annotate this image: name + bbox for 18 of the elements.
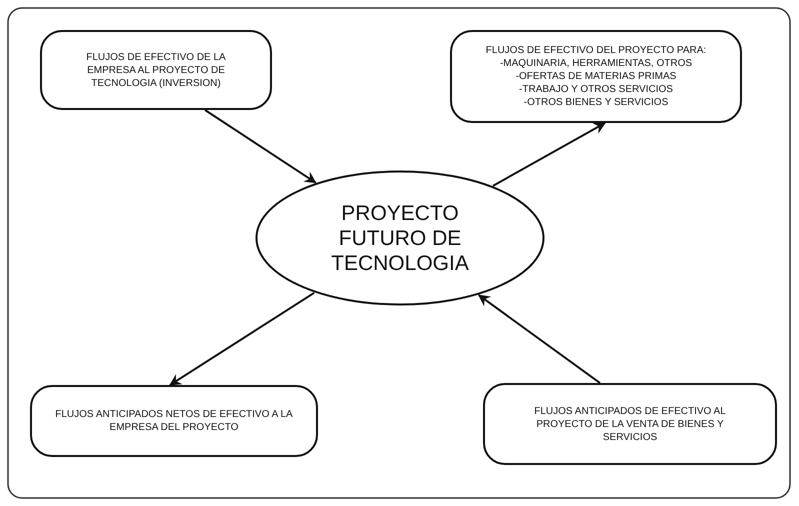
box-text: FLUJOS ANTICIPADOS DE EFECTIVO AL PROYECTO DE LA VENTA DE BIENES Y SERVICIOS	[533, 404, 727, 444]
box-text: -OFERTAS DE MATERIAS PRIMAS	[514, 70, 678, 83]
box-text: -MAQUINARIA, HERRAMIENTAS, OTROS	[498, 57, 694, 70]
process-box	[483, 383, 777, 465]
arrow	[169, 292, 315, 386]
box-text: FLUJOS ANTICIPADOS NETOS DE EFECTIVO A LA EMPRESA DEL PROYECTO	[55, 408, 293, 434]
process-box	[30, 385, 318, 457]
arrow	[492, 122, 606, 187]
box-text: FLUJOS DE EFECTIVO DEL PROYECTO PARA:	[484, 44, 708, 57]
box-text: FLUJOS DE EFECTIVO DE LA EMPRESA AL PROYECTO DE TECNOLOGIA (INVERSION)	[85, 50, 227, 90]
process-box	[450, 30, 742, 123]
box-text: -OTROS BIENES Y SERVICIOS	[522, 96, 670, 109]
process-box	[40, 30, 272, 110]
box-text: PROYECTO FUTURO DE TECNOLOGIA	[330, 200, 470, 276]
box-text: -TRABAJO Y OTROS SERVICIOS	[518, 83, 674, 96]
arrow	[204, 109, 317, 184]
arrow	[478, 294, 601, 384]
center-ellipse	[255, 170, 545, 306]
